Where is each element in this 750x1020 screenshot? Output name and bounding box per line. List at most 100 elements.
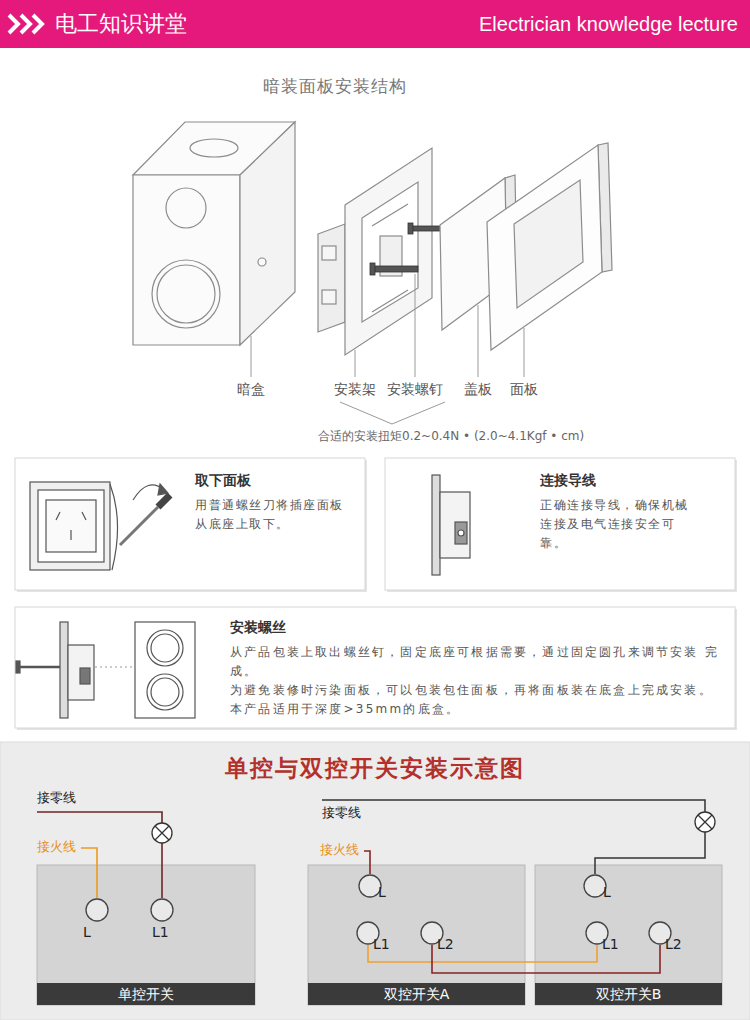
remove-panel-figure — [30, 482, 170, 570]
terminal-circle: L2 — [648, 921, 672, 945]
terminal-circle: L1 — [150, 898, 174, 922]
mounting-frame — [362, 182, 418, 322]
remove-panel-figure — [30, 482, 110, 570]
terminal-label: L — [603, 884, 611, 900]
screw-install-figure — [135, 622, 195, 718]
terminal-circle — [359, 875, 381, 897]
screw-install-figure — [151, 634, 179, 662]
lamp-symbol — [152, 823, 172, 843]
part-name: 盖板 — [464, 381, 492, 399]
label-anchor: 接零线 — [322, 805, 361, 821]
mounting-screw — [370, 223, 442, 275]
terminal-label: L1 — [373, 936, 390, 952]
screw-install-figure — [80, 668, 90, 684]
remove-panel-figure — [120, 507, 158, 545]
figure-title: 暗装面板安装结构 — [263, 76, 407, 97]
header-bar-fill — [0, 0, 750, 48]
site-subtitle: Electrician knowledge lecture — [479, 13, 738, 36]
switch-name: 单控开关 — [37, 983, 255, 1005]
part-name: 面板 — [510, 381, 538, 399]
switch-panel: 单控开关LL1 — [37, 865, 255, 1005]
label-anchor: 暗装面板安装结构 — [263, 76, 407, 97]
lamp-symbol — [152, 823, 172, 843]
wire-label: 接火线 — [320, 842, 359, 858]
header-chevrons — [9, 15, 18, 33]
mounting-frame — [322, 290, 336, 304]
screw-install-figure — [151, 678, 179, 706]
header-bar: 电工知识讲堂 Electrician knowledge lecture — [0, 0, 750, 48]
screw-install-figure — [147, 630, 183, 666]
header-chevrons — [21, 15, 30, 33]
label-anchor: 面板 — [510, 381, 538, 399]
screw-install-figure — [68, 645, 94, 700]
wire-connect-figure — [455, 522, 467, 544]
mounting-box — [240, 122, 295, 345]
screw-install-figure — [16, 622, 195, 718]
header-chevrons — [33, 15, 42, 33]
mounting-box — [152, 260, 220, 328]
mounting-frame — [322, 246, 336, 260]
label-anchor: 暗盒 — [237, 381, 265, 399]
wire-connect-figure — [440, 492, 470, 558]
part-name: 安装螺钉 — [387, 381, 443, 399]
instruction-panel: 连接导线正确连接导线，确保机械 连接及电气连接安全可靠。 — [385, 458, 735, 590]
lamp-symbol — [155, 826, 169, 840]
switch-panel: 双控开关ALL1L2 — [308, 865, 525, 1005]
mounting-frame — [345, 148, 432, 355]
screw-install-figure — [147, 674, 183, 710]
terminal-label: L1 — [602, 936, 619, 952]
leader-lines — [355, 350, 356, 377]
switch-panel-fill — [37, 865, 255, 1005]
neutral-wire — [161, 843, 163, 898]
lamp-symbol — [698, 815, 712, 829]
terminal-outline — [85, 898, 109, 922]
label-anchor: 接火线 — [37, 839, 76, 855]
label-anchor: 接火线 — [320, 842, 359, 858]
wire-label: 接零线 — [322, 805, 361, 821]
remove-panel-figure — [46, 500, 96, 552]
panel-text: 从产品包装上取出螺丝钉，固定底座可根据需要，通过固定圆孔来调节安装 完成。 — [230, 643, 730, 681]
panel-heading: 连接导线 — [540, 472, 700, 490]
instruction-panel-fill — [15, 607, 735, 728]
terminal-circle: L — [583, 874, 607, 898]
lamp-symbol — [695, 812, 715, 832]
leader-lines — [251, 274, 524, 377]
instruction-panel: 安装螺丝从产品包装上取出螺丝钉，固定底座可根据需要，通过固定圆孔来调节安装 完成… — [15, 607, 735, 728]
wire-connector — [432, 945, 660, 973]
wire-connect-figure — [432, 475, 470, 575]
panel-heading: 安装螺丝 — [230, 619, 730, 637]
part-name: 安装架 — [334, 381, 376, 399]
header-chevrons — [9, 15, 42, 33]
terminal-label: L2 — [437, 936, 454, 952]
diagram-section-fill — [0, 742, 750, 1020]
wire-connector — [368, 945, 597, 962]
terminal-circle: L1 — [585, 921, 609, 945]
face-panel — [487, 143, 612, 350]
switch-panel: 双控开关BLL1L2 — [535, 865, 722, 1005]
site-title: 电工知识讲堂 — [55, 9, 187, 39]
torque-bracket — [340, 402, 445, 424]
mounting-frame — [372, 204, 408, 312]
terminal-circle — [584, 875, 606, 897]
mounting-screw — [408, 223, 413, 234]
label-anchor: 盖板 — [464, 381, 492, 399]
instruction-panel-fill — [385, 458, 735, 590]
terminal-label: L2 — [665, 936, 682, 952]
label-anchor: 安装螺钉 — [387, 381, 443, 399]
face-panel — [487, 145, 602, 350]
terminal-circle — [86, 899, 108, 921]
switch-name: 双控开关B — [535, 983, 722, 1005]
wire-connect-figure — [458, 530, 464, 536]
lamp-symbol — [695, 812, 715, 832]
leader-lines — [478, 305, 479, 377]
remove-panel-figure — [158, 495, 170, 507]
wire-label: 接火线 — [37, 839, 76, 855]
mounting-box — [166, 188, 206, 228]
face-panel — [514, 180, 583, 308]
terminal-circle — [151, 899, 173, 921]
mounting-box — [133, 175, 240, 345]
label-anchor: 安装架 — [334, 381, 376, 399]
mounting-box — [190, 139, 238, 157]
remove-panel-figure — [38, 490, 104, 562]
